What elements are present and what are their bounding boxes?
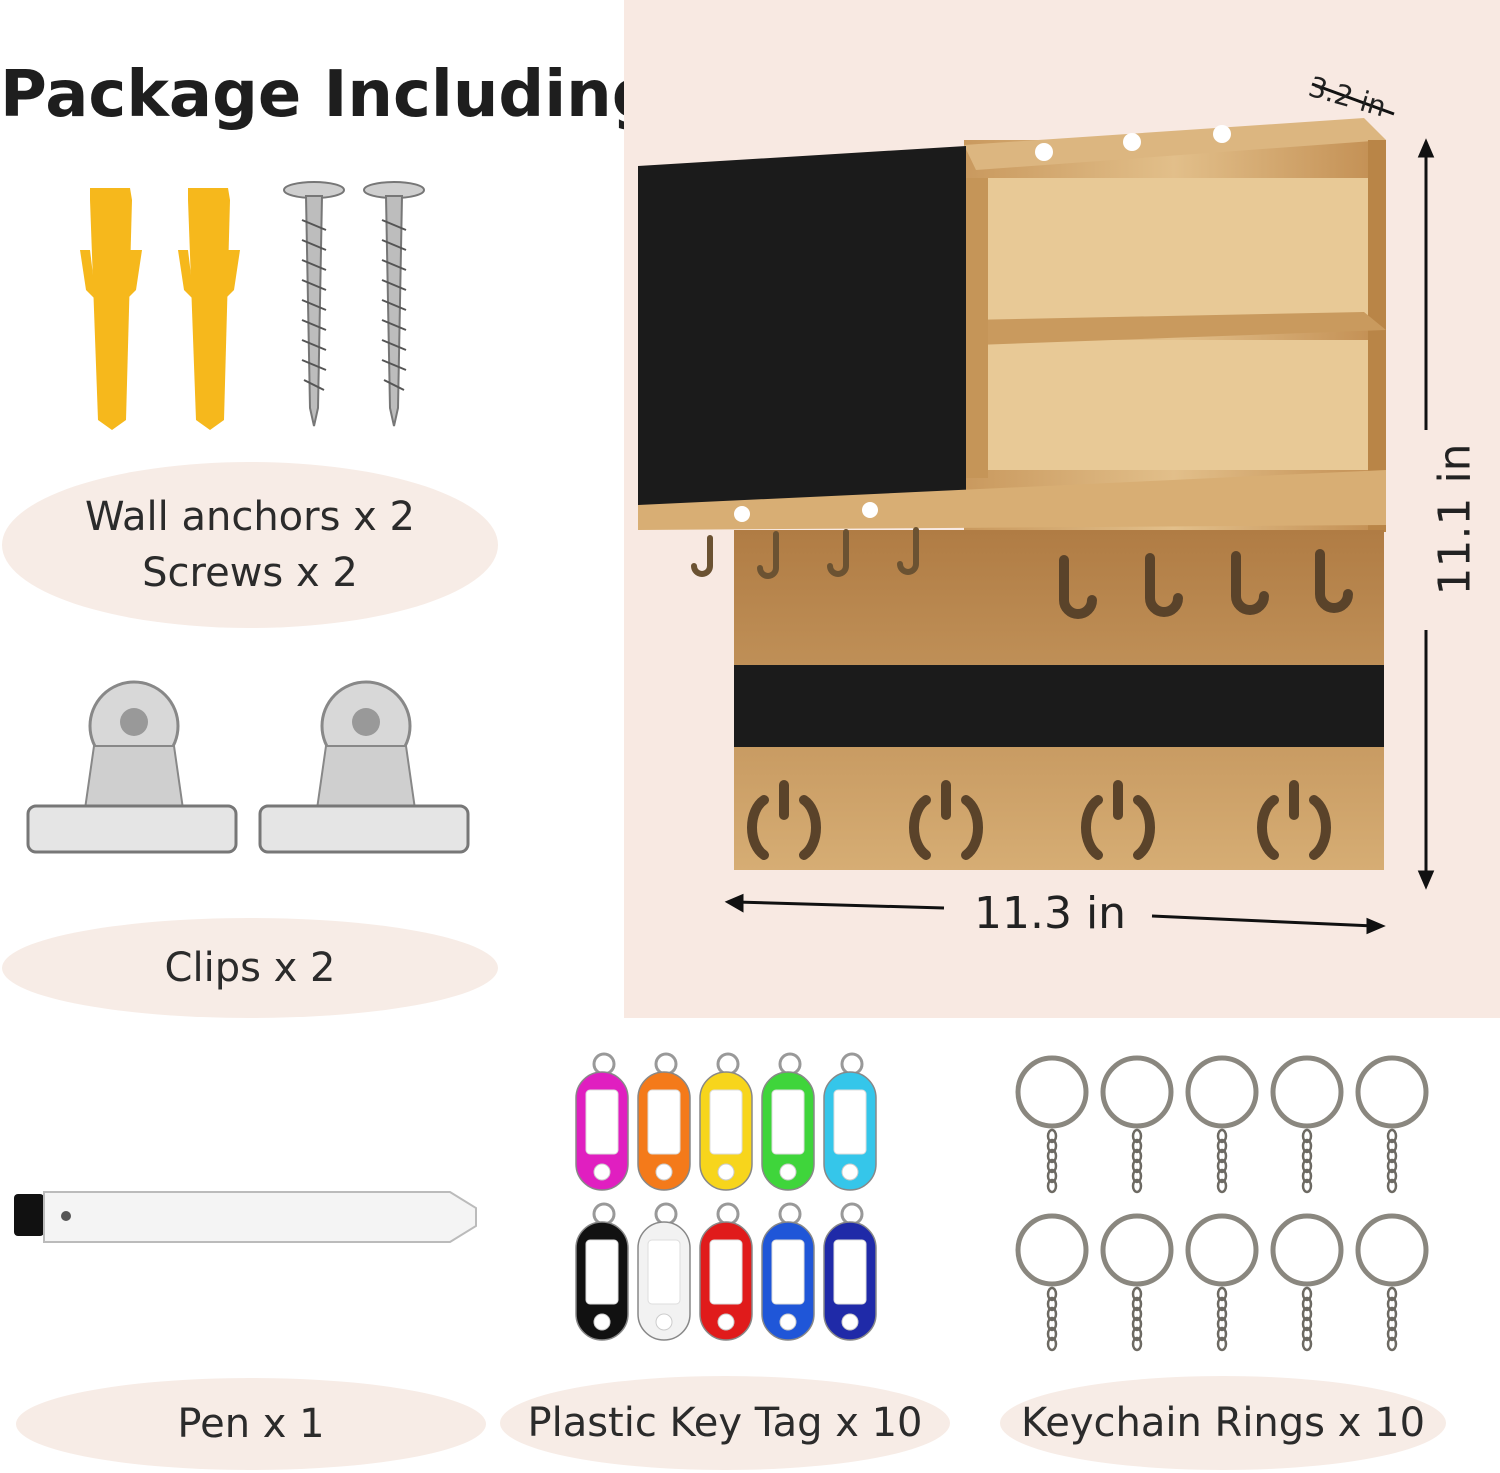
key-tags-svg [575,1052,877,1341]
key-tag-icon [761,1202,815,1341]
wall-anchors-label: Wall anchors x 2 [85,494,415,540]
chalk-marker-icon [14,1191,477,1243]
keychain-ring-icon [1015,1213,1089,1352]
keychain-rings-caption: Keychain Rings x 10 [1000,1376,1446,1470]
clips-illustration [26,680,470,854]
hook-ledge [638,470,1386,530]
screw-icon [283,181,345,427]
key-tag-icon [699,1202,753,1341]
clips-label: Clips x 2 [164,945,336,991]
key-tag-icon [575,1052,629,1191]
anchors-and-screws [80,181,425,430]
keychain-ring-icon [1355,1055,1429,1194]
upper-robe-hooks [1059,549,1353,619]
wall-organizer-illustration [638,82,1435,935]
keychain-ring-icon [1100,1213,1174,1352]
binder-clip-icon [258,680,470,854]
keychain-ring-icon [1270,1055,1344,1194]
page-title: Package Including [0,58,658,132]
pen-label: Pen x 1 [177,1401,325,1447]
keychain-ring-icon [1185,1055,1259,1194]
key-tag-icon [823,1052,877,1191]
key-tag-icon [699,1052,753,1191]
keychain-ring-icon [1355,1213,1429,1352]
keychain-ring-icon [1015,1055,1089,1194]
wall-anchor-icon [80,188,142,430]
key-tag-icon [637,1052,691,1191]
clips-caption: Clips x 2 [2,918,498,1018]
dimension-arrows [724,82,1435,935]
key-tag-icon [575,1202,629,1341]
keychain-rings-label: Keychain Rings x 10 [1020,1400,1426,1446]
product-panel: 3.2 in 11.1 in 11.3 in [624,0,1500,1018]
key-tag-icon [823,1202,877,1341]
key-tags-grid [570,1046,880,1366]
chalkboard-top [638,146,966,508]
binder-clip-icon [26,680,238,854]
shelf-top [964,118,1386,170]
wall-anchor-icon [178,188,240,430]
key-tag-icon [761,1052,815,1191]
keychain-ring-icon [1270,1213,1344,1352]
key-tag-icon [637,1202,691,1341]
lower-double-hooks [746,780,1332,860]
height-label: 11.1 in [1429,443,1481,596]
keychain-ring-icon [1185,1213,1259,1352]
small-hooks [691,527,919,579]
key-tags-label: Plastic Key Tag x 10 [527,1400,923,1446]
width-label: 11.3 in [974,888,1127,939]
keychain-ring-icon [1100,1055,1174,1194]
anchors-screws-caption: Wall anchors x 2 Screws x 2 [2,462,498,628]
keychain-rings-grid [1015,1055,1429,1352]
screws-label: Screws x 2 [142,550,358,596]
key-tags-caption: Plastic Key Tag x 10 [500,1376,950,1470]
pen-caption: Pen x 1 [16,1378,486,1470]
screw-icon [363,181,425,427]
chalkboard-strip [734,665,1384,747]
